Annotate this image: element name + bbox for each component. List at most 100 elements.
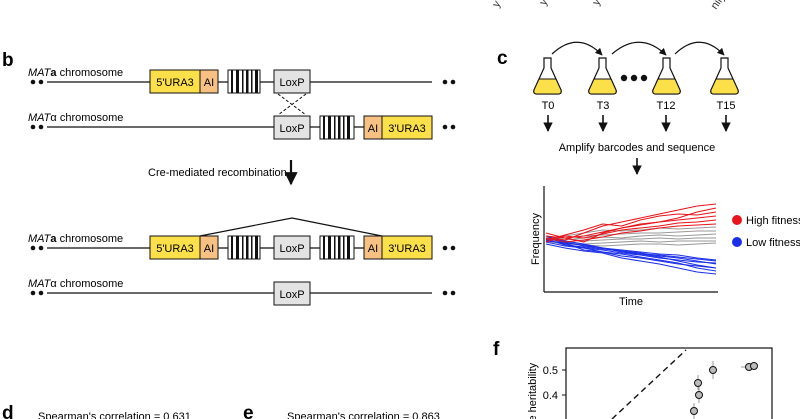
flask-t15 (710, 57, 739, 95)
transfer-arc (551, 41, 603, 56)
recombination-label: Cre-mediated recombination (148, 167, 287, 179)
loxp-box (273, 69, 311, 94)
mata-chromosome-after: MATa chromosome 5'URA3 AI LoxP (28, 217, 456, 260)
flask-t0 (533, 57, 562, 95)
barcode-box (227, 69, 261, 94)
timepoint-label: T0 (542, 100, 555, 112)
top-partial-label-0: y (490, 0, 503, 10)
loxp-box (273, 115, 311, 140)
matalpha-chromosome-after: MATα chromosome LoxP (28, 278, 456, 306)
lineage-trajectory-6 (545, 226, 717, 239)
ai-box (199, 235, 219, 260)
ura3-5prime-label: 5'URA3 (156, 77, 194, 89)
ai-label: AI (204, 243, 214, 255)
timepoint-label: T3 (597, 100, 610, 112)
ura3-5prime-label: 5'URA3 (156, 243, 194, 255)
scatter-point (694, 379, 702, 387)
panel-b: b MATa chromosome 5'URA3 AI (2, 50, 456, 306)
legend-swatch-low (732, 237, 742, 247)
lineage-trajectory-4 (545, 219, 717, 243)
legend-label-low: Low fitness (746, 237, 800, 249)
top-partial-label-1: y (537, 0, 550, 8)
mata-label: MATa chromosome (28, 67, 123, 79)
loxp-label: LoxP (279, 289, 304, 301)
series-layer (545, 203, 717, 275)
flask-t3 (588, 57, 617, 95)
panel-f-axes-frame (565, 347, 773, 419)
top-partial-labels: y y y nily (490, 0, 728, 12)
ai-label: AI (368, 123, 378, 135)
panel-f: f nse heritability 0.5 0.4 (493, 339, 773, 419)
panel-f-letter: f (493, 339, 500, 360)
ura3-3prime-box (381, 235, 433, 260)
transfer-arc (674, 41, 725, 56)
barcode-box (227, 235, 261, 260)
legend: High fitness Low fitness (732, 215, 800, 249)
lineage-trajectory-18 (545, 238, 717, 269)
chromosome-dot (442, 245, 448, 251)
panel-d: d Spearman's correlation = 0.631 (2, 403, 191, 419)
chromosome-dot (38, 245, 44, 251)
chromosome-dot (442, 290, 448, 296)
chromosome-dot (30, 245, 36, 251)
transfer-arc (611, 41, 667, 56)
matalpha-label: MATα chromosome (28, 112, 123, 124)
loxp-label: LoxP (279, 243, 304, 255)
ura3-3prime-label: 3'URA3 (388, 243, 426, 255)
panel-b-letter: b (2, 50, 14, 71)
loxp-box (273, 281, 311, 306)
ura3-3prime-label: 3'URA3 (388, 123, 426, 135)
timepoint-label: T12 (657, 100, 676, 112)
x-axis-label: Time (619, 296, 643, 308)
panel-c-letter: c (497, 48, 508, 69)
amplify-step-label: Amplify barcodes and sequence (559, 142, 716, 154)
matalpha-label: MATα chromosome (28, 278, 123, 290)
panel-e-letter: e (243, 403, 254, 419)
legend-label-high: High fitness (746, 215, 800, 227)
loxp-label: LoxP (279, 77, 304, 89)
ytick-label: 0.5 (543, 365, 558, 377)
y-axis-label: Frequency (530, 213, 542, 265)
chromosome-dot (38, 79, 44, 85)
chromosome-dot (450, 79, 456, 85)
mata-chromosome-before: MATa chromosome 5'URA3 AI LoxP (28, 67, 456, 94)
sampling-arrows (543, 115, 731, 132)
flask-t12 (652, 57, 681, 95)
barcode-box (319, 115, 355, 140)
scatter-point (709, 366, 717, 374)
loxp-box (273, 235, 311, 260)
lineage-trajectory-2 (545, 211, 717, 241)
chromosome-dot (30, 79, 36, 85)
barcode-box (319, 235, 355, 260)
matalpha-chromosome-before: MATα chromosome LoxP AI 3'URA3 (28, 112, 456, 140)
chromosome-dot (30, 124, 36, 130)
timepoint-label: T15 (717, 100, 736, 112)
chromosome-dot (30, 290, 36, 296)
identity-line (611, 349, 687, 419)
mata-label: MATa chromosome (28, 233, 123, 245)
chromosome-dot (442, 124, 448, 130)
recombination-loop (199, 217, 383, 237)
legend-swatch-high (732, 215, 742, 225)
scatter-point (690, 407, 698, 415)
chromosome-dot (38, 290, 44, 296)
panel-c: c T0 T3 T12 (497, 41, 800, 308)
chromosome-dot (450, 124, 456, 130)
scatter-points (690, 361, 758, 419)
ellipsis-dots (620, 74, 648, 82)
chromosome-dot (38, 124, 44, 130)
lineage-trajectory-17 (545, 243, 717, 275)
ytick-label: 0.4 (543, 390, 558, 402)
ai-label: AI (368, 243, 378, 255)
lineage-trajectory-19 (545, 240, 717, 261)
ai-box (199, 69, 219, 94)
ura3-3prime-box (381, 115, 433, 140)
chromosome-dot (450, 290, 456, 296)
panel-d-letter: d (2, 403, 14, 419)
panel-e: e Spearman's correlation = 0.863 (243, 403, 440, 419)
ai-label: AI (204, 77, 214, 89)
chromosome-dot (450, 245, 456, 251)
top-partial-label-2: y (590, 0, 603, 8)
panel-d-correlation: Spearman's correlation = 0.631 (38, 411, 191, 419)
